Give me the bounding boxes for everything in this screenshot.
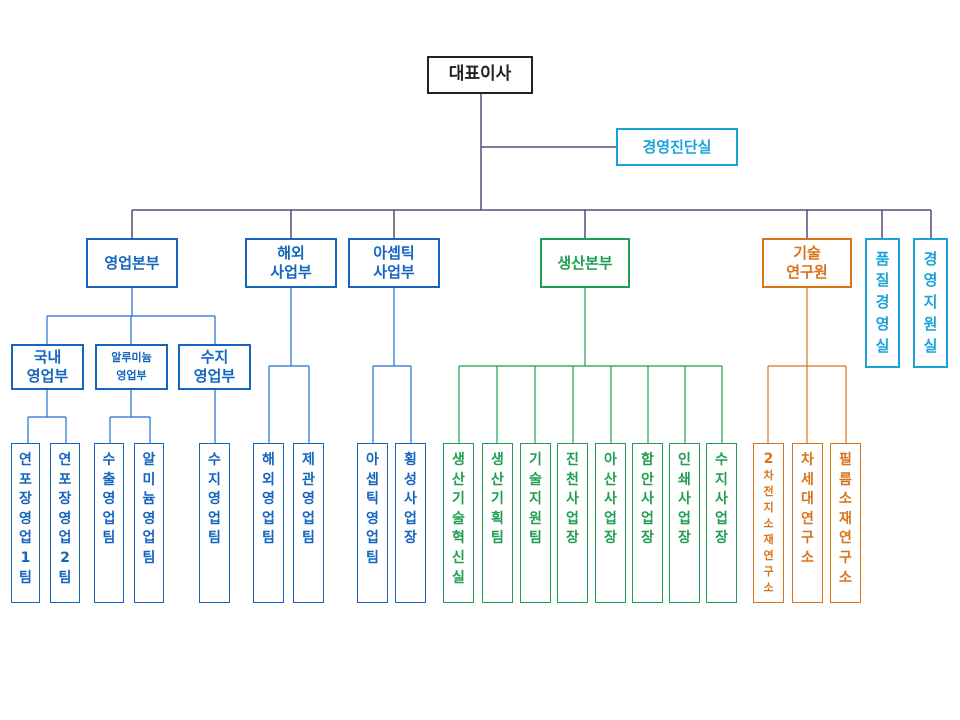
rnd-lines	[767, 288, 847, 443]
overseas-division-box[interactable]: 해외 사업부	[245, 238, 337, 288]
team-aseptic-sales[interactable]: 아셉틱영업팀	[357, 443, 388, 603]
team-resin-site[interactable]: 수지사업장	[706, 443, 737, 603]
team-production-planning[interactable]: 생산기획팀	[482, 443, 513, 603]
audit-label: 경영진단실	[642, 137, 712, 156]
team-flexible-packaging-2[interactable]: 연포장영업2팀	[50, 443, 80, 603]
production-lines	[458, 288, 723, 443]
sales-division-label: 영업본부	[104, 253, 160, 272]
domestic-sales-dept-box[interactable]: 국내 영업부	[11, 344, 84, 390]
ceo-box[interactable]: 대표이사	[427, 56, 533, 94]
rnd-division-box[interactable]: 기술 연구원	[762, 238, 852, 288]
ceo-trunk-lines	[131, 94, 932, 238]
team-printing-site[interactable]: 인쇄사업장	[669, 443, 700, 603]
team-asan-site[interactable]: 아산사업장	[595, 443, 626, 603]
aseptic-division-label: 아셉틱 사업부	[373, 244, 415, 281]
rnd-division-label: 기술 연구원	[786, 244, 828, 281]
quality-office-box[interactable]: 품질경영실	[865, 238, 900, 368]
resin-sales-dept-box[interactable]: 수지 영업부	[178, 344, 251, 390]
team-aluminum-sales[interactable]: 알미늄영업팀	[134, 443, 164, 603]
aluminum-sales-dept-label: 알루미늄 영업부	[111, 351, 152, 382]
support-office-box[interactable]: 경영지원실	[913, 238, 948, 368]
sales-lines	[27, 288, 216, 443]
team-flexible-packaging-1[interactable]: 연포장영업1팀	[11, 443, 40, 603]
team-jincheon-site[interactable]: 진천사업장	[557, 443, 588, 603]
overseas-lines	[268, 288, 310, 443]
team-haman-site[interactable]: 함안사업장	[632, 443, 663, 603]
production-division-label: 생산본부	[557, 253, 613, 272]
domestic-sales-dept-label: 국내 영업부	[26, 348, 69, 385]
team-tech-support[interactable]: 기술지원팀	[520, 443, 551, 603]
support-office-label: 경영지원실	[923, 249, 938, 355]
team-hoengseong-site[interactable]: 횡성사업장	[395, 443, 426, 603]
team-battery-materials-lab[interactable]: 2차전지소재연구소	[753, 443, 784, 603]
team-export-sales[interactable]: 수출영업팀	[94, 443, 124, 603]
team-resin-sales[interactable]: 수지영업팀	[199, 443, 230, 603]
team-overseas-sales[interactable]: 해외영업팀	[253, 443, 284, 603]
resin-sales-dept-label: 수지 영업부	[193, 348, 236, 385]
audit-box[interactable]: 경영진단실	[616, 128, 738, 166]
aseptic-division-box[interactable]: 아셉틱 사업부	[348, 238, 440, 288]
aseptic-lines	[372, 288, 412, 443]
aluminum-sales-dept-box[interactable]: 알루미늄 영업부	[95, 344, 168, 390]
production-division-box[interactable]: 생산본부	[540, 238, 630, 288]
team-can-sales[interactable]: 제관영업팀	[293, 443, 324, 603]
overseas-division-label: 해외 사업부	[270, 244, 312, 281]
quality-office-label: 품질경영실	[875, 249, 890, 355]
team-film-materials-lab[interactable]: 필름소재연구소	[830, 443, 861, 603]
sales-division-box[interactable]: 영업본부	[86, 238, 178, 288]
team-production-tech-innovation[interactable]: 생산기술혁신실	[443, 443, 474, 603]
team-next-gen-lab[interactable]: 차세대연구소	[792, 443, 823, 603]
ceo-label: 대표이사	[448, 64, 512, 85]
